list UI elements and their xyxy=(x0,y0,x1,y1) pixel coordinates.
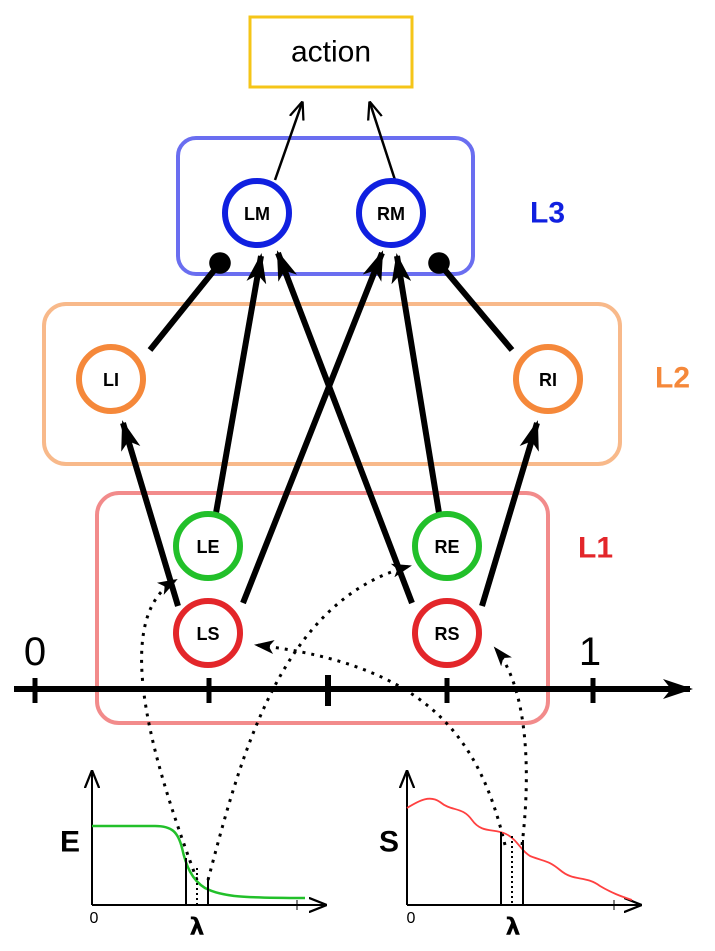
arrow-le-to-lm xyxy=(213,253,267,514)
arrow-ls-to-li xyxy=(120,420,181,607)
layer-l3-label: L3 xyxy=(530,197,565,230)
node-ls-label: LS xyxy=(196,624,219,644)
dotted-link-to-re xyxy=(206,563,412,881)
arrow-lm-to-action xyxy=(273,103,302,181)
arrow-ls-to-rm xyxy=(240,250,385,605)
node-lm-label: LM xyxy=(244,204,270,224)
node-rm: RM xyxy=(356,178,426,248)
layer-l3-box xyxy=(176,136,475,276)
inhibit-li-to-lm xyxy=(147,252,231,352)
node-li-label: LI xyxy=(103,370,119,390)
layer-l1-label: L1 xyxy=(578,532,613,565)
graph-e-lambda-label: λ xyxy=(189,913,204,941)
action-label: action xyxy=(291,36,371,69)
dotted-link-to-le xyxy=(140,578,199,881)
node-lm: LM xyxy=(222,178,292,248)
arrow-rs-to-lm xyxy=(275,250,415,605)
node-re: RE xyxy=(412,511,482,581)
node-le-label: LE xyxy=(196,537,219,557)
graph-e-curve xyxy=(92,824,306,900)
action-box xyxy=(248,15,414,89)
graph-e-ylabel: E xyxy=(60,826,80,859)
node-ls: LS xyxy=(173,598,243,668)
node-re-label: RE xyxy=(434,537,459,557)
layer-l2-box xyxy=(42,302,622,466)
graph-s-curve xyxy=(406,797,633,901)
inhibit-ri-to-rm xyxy=(428,252,515,352)
node-rm-label: RM xyxy=(377,204,405,224)
node-ri-label: RI xyxy=(539,370,557,390)
graph-e: E 0 λ xyxy=(60,772,325,941)
axis-start-label: 0 xyxy=(24,630,46,674)
graph-s-zero-label: 0 xyxy=(407,910,416,927)
graph-s-ylabel: S xyxy=(379,826,399,859)
axis-end-label: 1 xyxy=(579,630,601,674)
arrow-rs-to-ri xyxy=(479,420,540,607)
graph-s-lambda-label: λ xyxy=(505,913,520,941)
node-rs: RS xyxy=(412,598,482,668)
node-ri: RI xyxy=(513,344,583,414)
arrow-rm-to-action xyxy=(370,103,397,181)
layer-l1-box xyxy=(95,491,550,725)
arrow-re-to-rm xyxy=(391,253,442,514)
node-rs-label: RS xyxy=(434,624,459,644)
node-li: LI xyxy=(76,344,146,414)
layer-l2-label: L2 xyxy=(655,362,690,395)
graph-s: S 0 λ xyxy=(379,772,640,941)
dotted-link-to-rs xyxy=(493,646,528,846)
node-le: LE xyxy=(173,511,243,581)
graph-e-zero-label: 0 xyxy=(90,910,99,927)
